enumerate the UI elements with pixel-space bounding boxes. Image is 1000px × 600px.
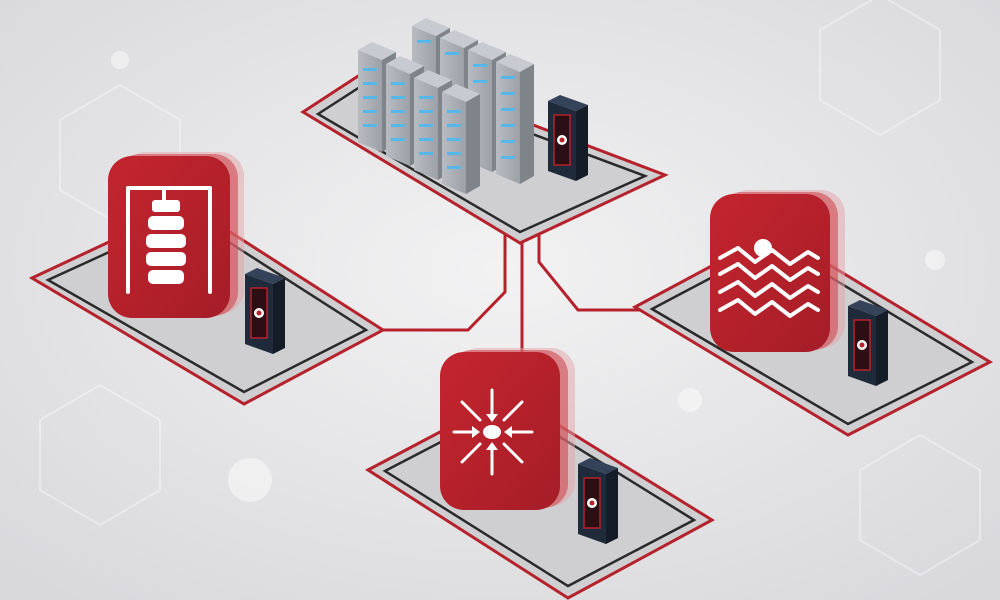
link-to-fire-site — [375, 232, 507, 332]
server-cluster-icon — [358, 18, 534, 194]
explosion-icon — [440, 348, 575, 510]
background-bokeh — [111, 51, 945, 502]
fire-extinguisher-icon — [108, 152, 244, 318]
fire-site-rack-icon — [245, 268, 285, 354]
central-rack-icon — [548, 95, 588, 181]
water-waves-icon — [710, 190, 845, 352]
explosion-site-rack-icon — [578, 458, 618, 544]
background-hexagons — [39, 0, 981, 577]
link-to-water-site — [537, 232, 640, 312]
water-site-rack-icon — [848, 300, 888, 386]
